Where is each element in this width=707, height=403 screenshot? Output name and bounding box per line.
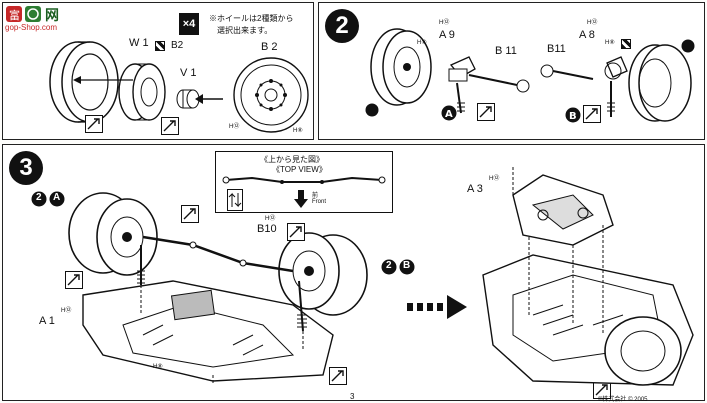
step2-panel: 2 H⑫ A 9 B 11 H⑧ A B11 A 8 H⑫ H⑧ (318, 2, 705, 140)
step-number-3: 3 (9, 151, 43, 185)
part-label-b11-right: B11 (547, 43, 566, 55)
part-label-a1: A 1 (39, 315, 55, 327)
screw-b11-left-illustration (468, 74, 530, 93)
top-view-title-en: 《TOP VIEW》 (272, 165, 327, 174)
left-tire-illustration (370, 28, 432, 106)
glue-icon (181, 205, 199, 223)
part-label-h12-a3: H⑫ (489, 176, 500, 182)
wheel-b2-front-illustration (233, 57, 309, 133)
step1-panel: 富 网 gop-Shop.com ×4 ※ホイールは2種類から 選択出来ます。 (2, 2, 314, 140)
cap-arrow (195, 94, 223, 104)
right-tire-illustration (628, 44, 692, 122)
part-label-h12-a8: H⑫ (587, 20, 598, 26)
wheel-choice-note-line2: 選択出来ます。 (217, 26, 273, 35)
part-label-w1: W 1 (129, 37, 149, 49)
part-label-h8-left: H⑧ (417, 40, 427, 46)
part-label-h12-b10: H⑫ (265, 216, 276, 222)
part-label-h8: H⑧ (153, 364, 163, 370)
watermark-logo: 富 网 gop-Shop.com (5, 5, 65, 32)
svg-text:A: A (445, 109, 453, 120)
chassis-front-assembly-illustration (68, 192, 368, 385)
part-label-h12-a1: H⑫ (61, 308, 72, 314)
part-label-b10: B10 (257, 223, 277, 235)
ref-mark-1-left (365, 103, 379, 117)
top-view-rod-illustration (222, 176, 386, 184)
assembly-arrow (73, 76, 133, 84)
front-label-en: Front (312, 199, 327, 205)
step3-panel: 3 《上から見た図》 《TOP VIEW》 前 Front 2 A 2 B (2, 144, 705, 401)
ref-step2-a: 2 A (31, 191, 71, 207)
wheel-w1-illustration (118, 63, 166, 121)
knuckle-b-illustration (604, 56, 628, 117)
part-label-a8: A 8 (579, 29, 595, 41)
glue-icon (329, 367, 347, 385)
glue-icon (477, 103, 495, 121)
ref-step2-b: 2 B (381, 259, 421, 275)
quantity-badge: ×4 (179, 13, 199, 35)
parts-tree-marker-icon (155, 41, 165, 51)
next-step-arrow-icon (407, 295, 467, 319)
part-label-a3: A 3 (467, 183, 483, 195)
part-label-b2-wheel: B 2 (261, 41, 278, 53)
cap-v1-illustration (176, 89, 200, 109)
front-arrow-icon (294, 190, 308, 208)
part-label-b2: B2 (171, 40, 184, 51)
logo-subtitle: gop-Shop.com (5, 23, 58, 32)
front-label-jp: 前 (312, 193, 319, 199)
top-view-title-jp: 《上から見た図》 (260, 155, 324, 164)
glue-icon (161, 117, 179, 135)
logo-mark-icon: 富 (6, 6, 41, 22)
ref-mark-a: A (441, 105, 457, 121)
top-view-inset: 《上から見た図》 《TOP VIEW》 前 Front (215, 151, 393, 213)
part-label-h12-a9: H⑫ (439, 20, 450, 26)
wheel-choice-note-line1: ※ホイールは2種類から (209, 14, 294, 23)
ref-mark-1-right (681, 39, 695, 53)
parts-tree-marker-icon (621, 39, 631, 49)
glue-icon (287, 223, 305, 241)
logo-title: 网 (45, 7, 59, 23)
part-label-h8-right: H⑧ (605, 40, 615, 46)
page-number: 3 (350, 392, 355, 401)
part-label-v1: V 1 (180, 67, 197, 79)
svg-text:富: 富 (9, 8, 20, 22)
glue-icon (583, 105, 601, 123)
svg-text:B: B (569, 111, 577, 122)
chassis-rear-assembly-illustration (482, 165, 694, 386)
direction-marker-icon (227, 189, 243, 211)
part-label-a9: A 9 (439, 29, 455, 41)
step-number-2: 2 (325, 9, 359, 43)
part-label-h12: H⑫ (229, 124, 240, 130)
part-label-h8: H⑧ (293, 128, 303, 134)
screw-b11-right-illustration (540, 64, 594, 80)
knuckle-a-illustration (448, 56, 476, 114)
glue-icon (65, 271, 83, 289)
copyright-text: ©株式会社 © 2005 (598, 397, 648, 403)
part-label-b11-left: B 11 (495, 45, 517, 57)
glue-icon (85, 115, 103, 133)
ref-mark-b: B (565, 107, 581, 123)
